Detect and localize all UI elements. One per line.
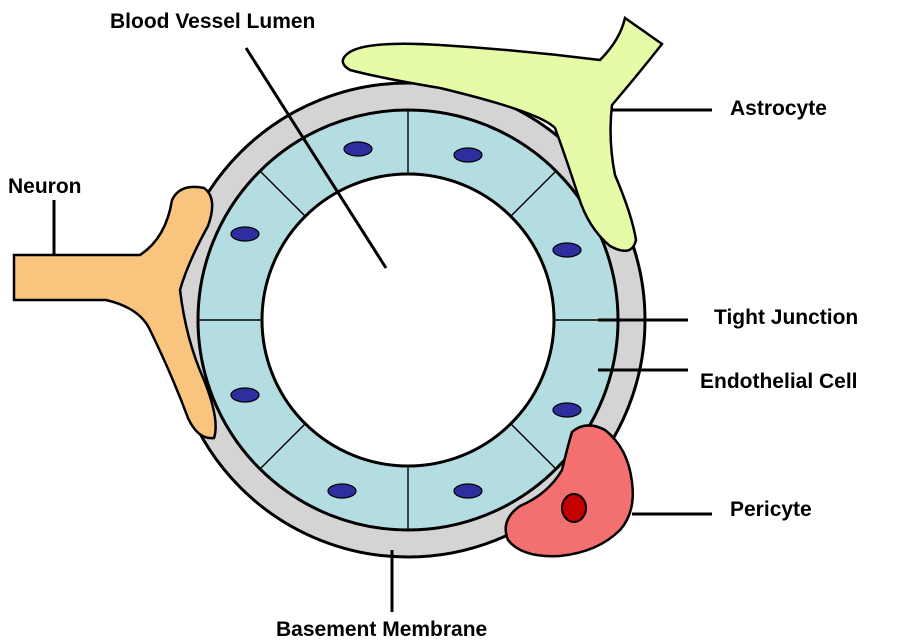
neuron-label: Neuron	[8, 175, 82, 198]
basement-membrane-label: Basement Membrane	[276, 618, 487, 641]
pericyte-label: Pericyte	[730, 498, 812, 521]
nucleus	[231, 388, 259, 402]
astrocyte-label: Astrocyte	[730, 97, 827, 120]
nucleus	[231, 227, 259, 241]
lumen-label: Blood Vessel Lumen	[110, 10, 315, 33]
pericyte-nucleus	[562, 494, 586, 522]
nucleus	[553, 403, 581, 417]
blood-vessel-lumen	[262, 174, 554, 466]
tight-junction-label: Tight Junction	[714, 306, 858, 329]
endothelial-cell-label: Endothelial Cell	[700, 370, 858, 393]
nucleus	[553, 243, 581, 257]
nucleus	[454, 484, 482, 498]
nucleus	[344, 142, 372, 156]
nucleus	[328, 484, 356, 498]
nucleus	[454, 148, 482, 162]
